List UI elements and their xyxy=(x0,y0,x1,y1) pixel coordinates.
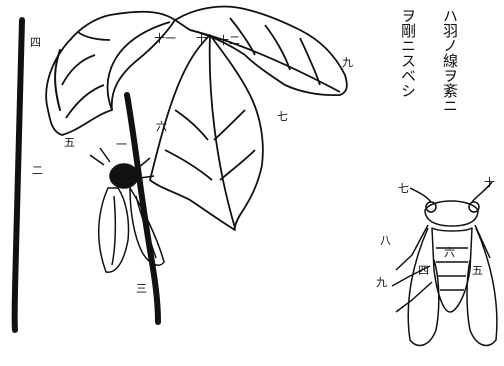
label-p1: 一 xyxy=(116,138,127,151)
label-p11: 十一 xyxy=(154,31,176,45)
plant-labels: 一 二 三 四 五 六 七 九 十 十一 十二 xyxy=(30,31,353,295)
label-p3: 三 xyxy=(136,282,147,295)
label-p9: 九 xyxy=(342,56,353,69)
label-i6: 六 xyxy=(444,246,455,259)
label-i8: 八 xyxy=(380,234,391,247)
leaf-top-right xyxy=(175,7,347,96)
caption-column-1: ハ羽ノ線ヲ紊ニ xyxy=(441,8,459,113)
caption-text: ハ羽ノ線ヲ紊ニ ヲ剛ニスベシ xyxy=(399,8,459,113)
label-p12: 十二 xyxy=(218,33,240,47)
label-p7: 七 xyxy=(277,110,288,123)
leaf-upper-left xyxy=(46,12,175,135)
label-p5: 五 xyxy=(64,136,75,149)
label-i10: 十 xyxy=(484,175,495,189)
label-i5: 五 xyxy=(472,264,483,277)
caption-column-2: ヲ剛ニスベシ xyxy=(399,8,417,98)
label-p4: 四 xyxy=(30,36,41,49)
label-p6: 六 xyxy=(156,120,167,133)
label-i9: 九 xyxy=(376,276,387,289)
label-i7: 七 xyxy=(398,182,409,195)
label-p10: 十 xyxy=(196,31,207,45)
label-p2: 二 xyxy=(32,164,43,177)
label-i4: 四 xyxy=(418,264,429,277)
